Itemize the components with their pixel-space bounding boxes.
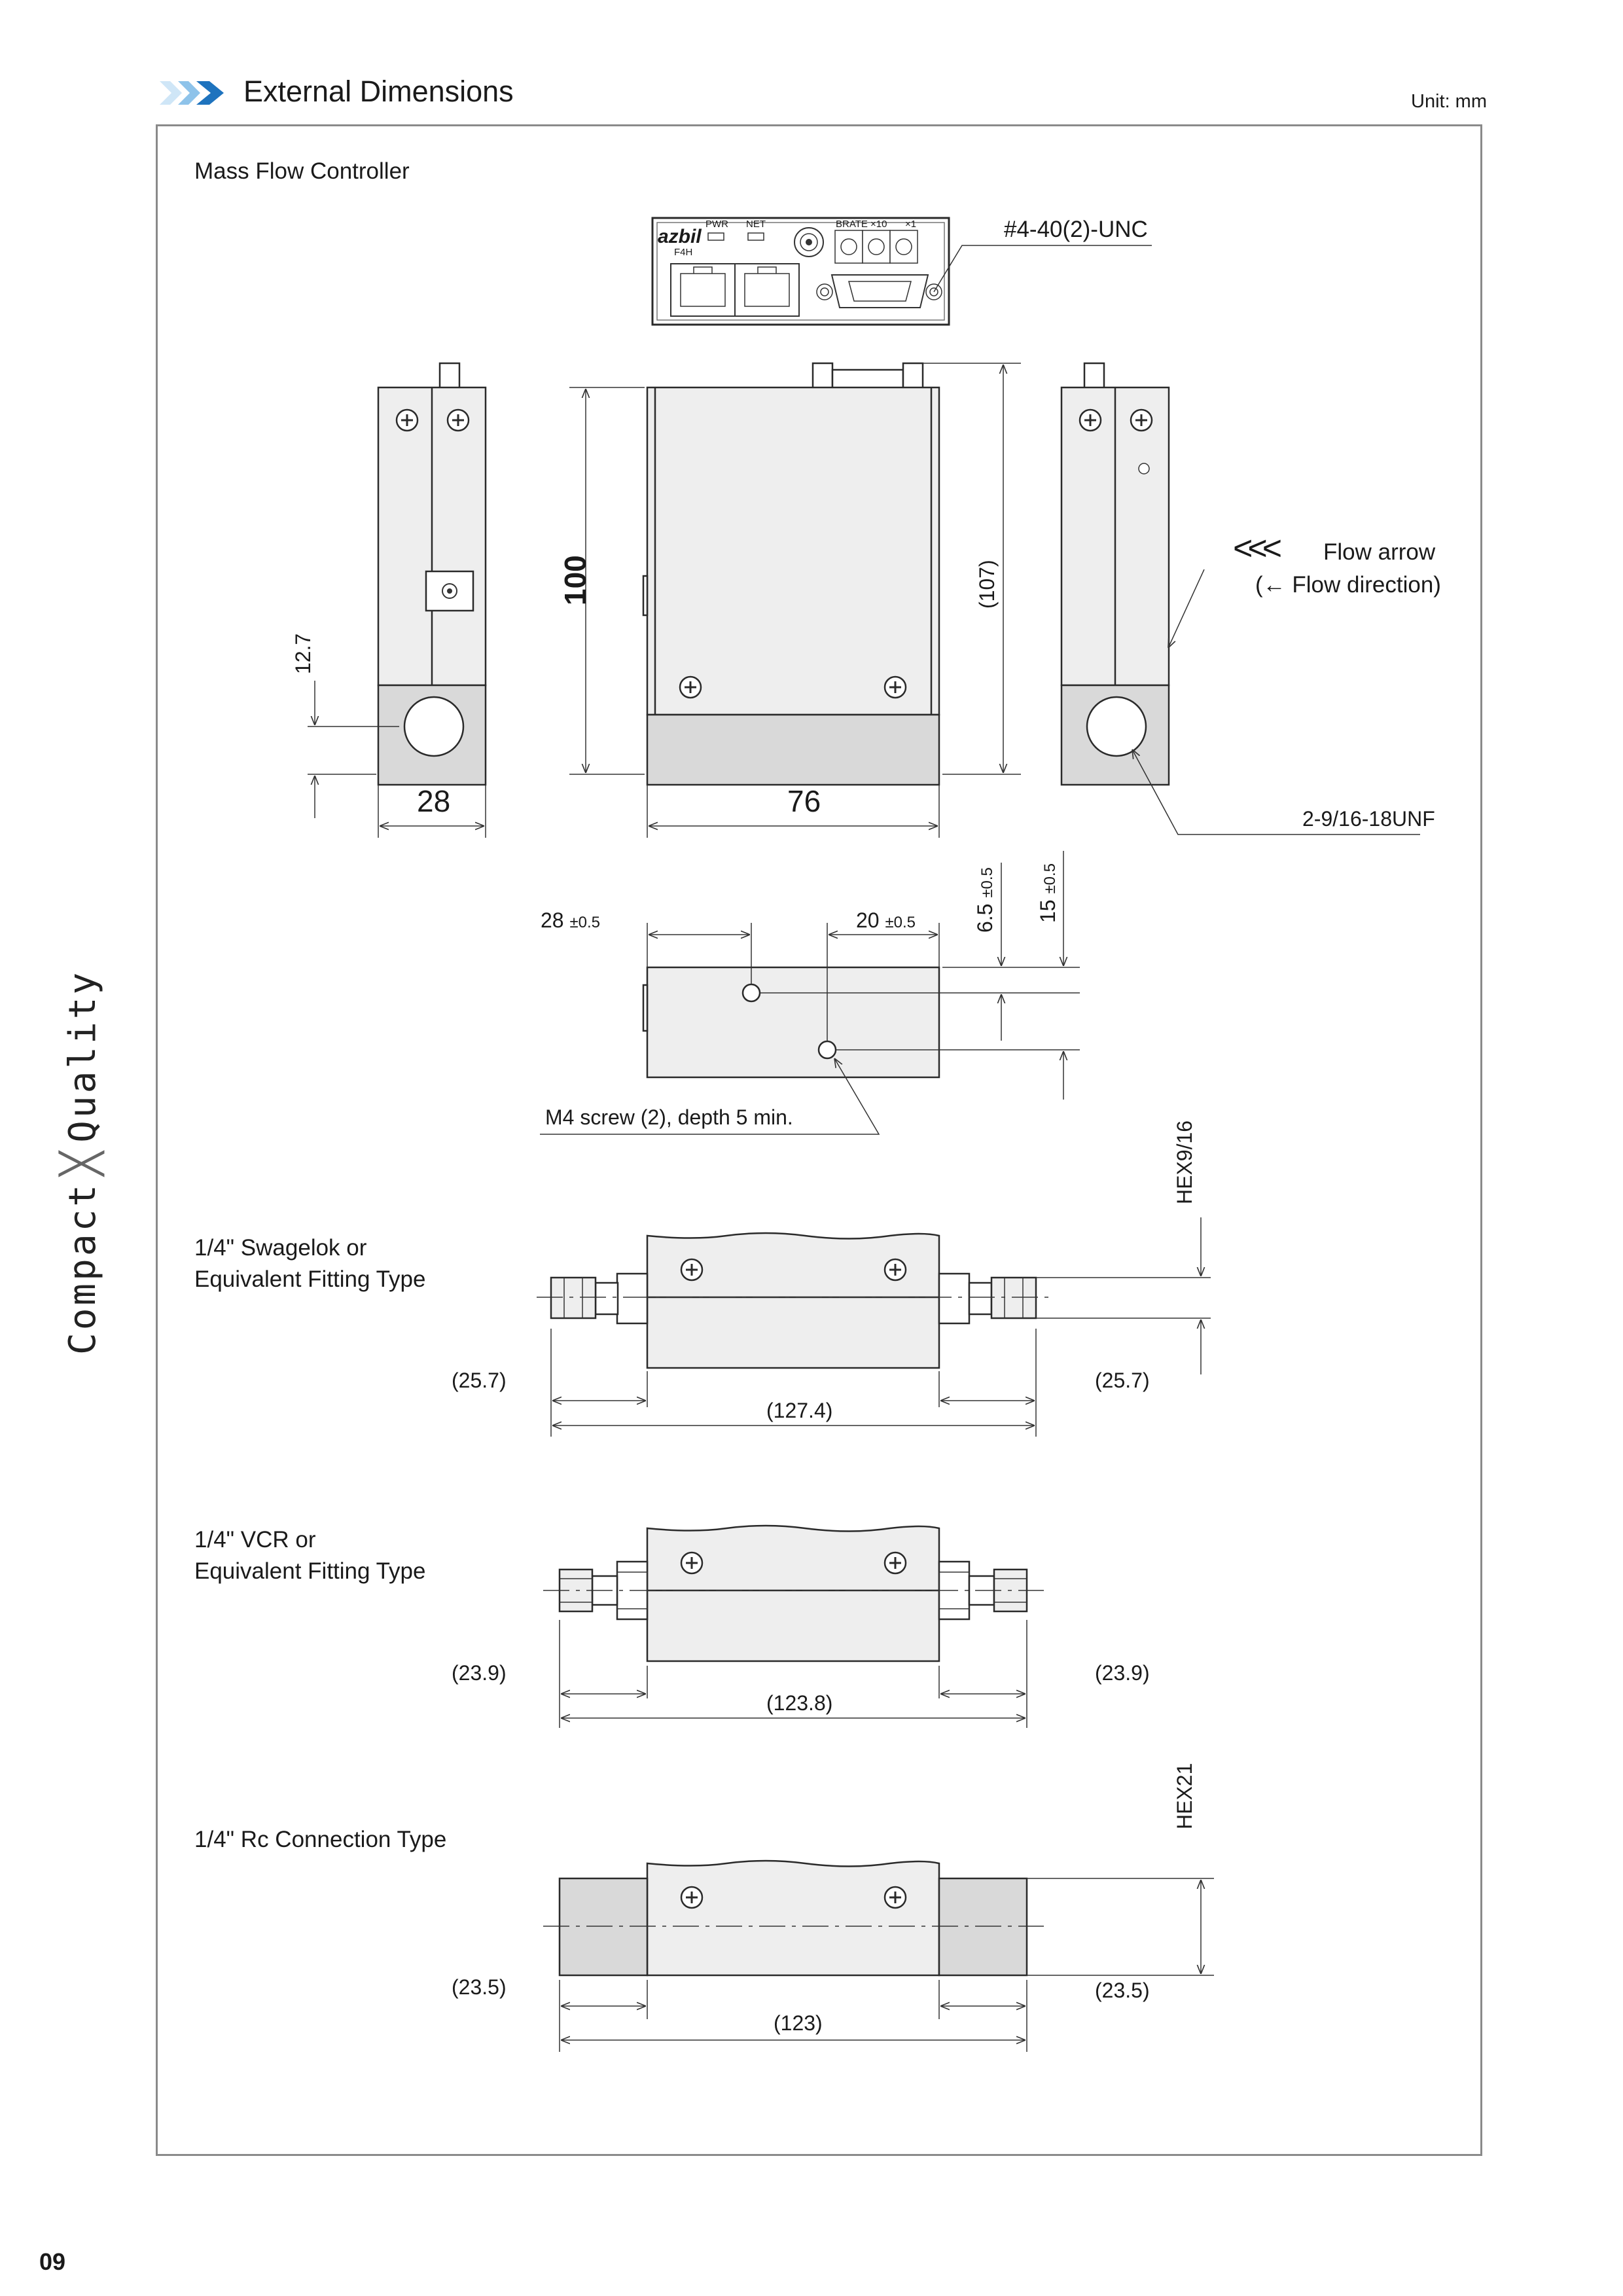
brate-label: BRATE [836, 219, 868, 230]
dim-12-7: 12.7 [291, 634, 315, 674]
rotary-switch-x1-icon [889, 230, 918, 264]
rj45-port-2-icon [734, 263, 800, 317]
fitting-3-left: (23.5) [452, 1975, 507, 1999]
dim-28-bottom: 28 ±0.5 [541, 908, 600, 932]
dim-28-value: 28 [541, 908, 564, 932]
led-net-label: NET [746, 219, 766, 230]
drawing-frame [156, 124, 1482, 2156]
fitting-2-label-line1: 1/4" VCR or [194, 1527, 316, 1552]
section-title: External Dimensions [243, 75, 514, 108]
dim-6-5: 6.5 ±0.5 [973, 867, 997, 933]
model-label: F4H [674, 247, 692, 258]
fitting-vcr-view: 1/4" VCR or Equivalent Fitting Type (23.… [194, 1524, 1150, 1728]
page-number: 09 [39, 2248, 66, 2275]
dim-6-5-tolerance: ±0.5 [978, 867, 996, 898]
fitting-1-hex: HEX9/16 [1173, 1121, 1196, 1204]
fitting-2-total: (123.8) [766, 1691, 832, 1715]
header-chevrons-icon [160, 81, 224, 105]
panel-title: Mass Flow Controller [194, 158, 410, 184]
flow-arrow-label: Flow arrow [1323, 539, 1436, 565]
bottom-view: 28 ±0.5 20 ±0.5 6.5 ±0.5 15 ±0.5 M4 scre… [540, 851, 1080, 1135]
dim-20-bottom: 20 ±0.5 [856, 908, 916, 932]
left-side-view: 12.7 28 [291, 362, 487, 838]
dim-107: (107) [975, 560, 999, 609]
rj45-port-1-icon [670, 263, 736, 317]
fitting-1-right: (25.7) [1095, 1369, 1150, 1392]
dim-100: 100 [558, 555, 592, 605]
screw-note: M4 screw (2), depth 5 min. [545, 1105, 793, 1129]
dim-15-tolerance: ±0.5 [1041, 863, 1059, 894]
front-panel-view: azbil F4H PWR NET BRATE ×10 ×1 #4-40(2)- [651, 217, 1152, 326]
fitting-swagelok-view: 1/4" Swagelok or Equivalent Fitting Type… [194, 1121, 1211, 1437]
fitting-2-left: (23.9) [452, 1661, 507, 1685]
led-net-icon [747, 232, 764, 241]
fitting-1-total: (127.4) [766, 1399, 832, 1422]
fitting-rc-view: 1/4" Rc Connection Type HEX21 (23.5) (23… [194, 1763, 1214, 2052]
x1-label: ×1 [905, 219, 916, 230]
mount-hole-2-icon [817, 1040, 837, 1060]
fitting-3-label-line1: 1/4" Rc Connection Type [194, 1827, 446, 1852]
right-side-view: <<< Flow arrow (← Flow direction) 2-9/16… [1060, 362, 1441, 835]
port-thread-label: 2-9/16-18UNF [1302, 807, 1435, 831]
flow-direction-label: (← Flow direction) [1255, 572, 1441, 598]
dim-28-tolerance: ±0.5 [569, 914, 600, 931]
brand-logo: azbil [658, 226, 702, 247]
rotary-switch-brate-icon [834, 230, 863, 264]
led-pwr-label: PWR [705, 219, 728, 230]
flow-arrow-icon: <<< [1233, 529, 1281, 567]
mount-hole-1-icon [741, 983, 761, 1003]
x10-label: ×10 [870, 219, 887, 230]
led-pwr-icon [707, 232, 724, 241]
dim-15: 15 ±0.5 [1036, 863, 1060, 923]
fitting-3-total: (123) [774, 2011, 823, 2035]
dim-15-value: 15 [1036, 899, 1060, 923]
dim-28-side: 28 [417, 784, 450, 818]
unit-label: Unit: mm [1411, 91, 1487, 112]
fitting-2-right: (23.9) [1095, 1661, 1150, 1685]
dim-20-tolerance: ±0.5 [885, 914, 916, 931]
rotary-switch-x10-icon [862, 230, 891, 264]
fitting-3-right: (23.5) [1095, 1979, 1150, 2002]
dsub-connector-icon [816, 274, 942, 308]
fitting-2-label-line2: Equivalent Fitting Type [194, 1558, 425, 1584]
dim-20-value: 20 [856, 908, 880, 932]
thread-callout: #4-40(2)-UNC [1004, 217, 1148, 242]
body-side-view: 100 (107) 76 [558, 362, 1021, 838]
dim-6-5-value: 6.5 [973, 904, 997, 933]
dim-76: 76 [787, 784, 821, 818]
fitting-1-label-line2: Equivalent Fitting Type [194, 1266, 425, 1292]
fitting-1-left: (25.7) [452, 1369, 507, 1392]
fitting-3-hex: HEX21 [1173, 1763, 1196, 1829]
fitting-1-label-line1: 1/4" Swagelok or [194, 1235, 367, 1261]
